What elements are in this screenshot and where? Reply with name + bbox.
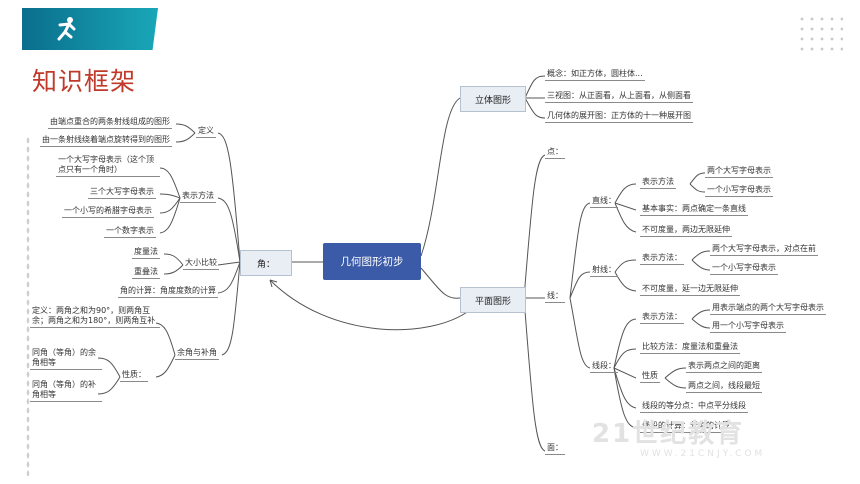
angle-rep-number: 一个数字表示: [104, 226, 156, 238]
segment-rep-lowercase: 用一个小写字母表示: [710, 321, 786, 333]
angle-def-rotation: 由一条射线绕着端点旋转得到的图形: [40, 135, 172, 147]
plane-figures-node[interactable]: 平面图形: [460, 287, 526, 313]
segment-compare: 比较方法：度量法和重叠法: [640, 342, 740, 354]
decorative-dots-vertical: [26, 136, 30, 476]
watermark: 21世纪教育: [592, 419, 745, 449]
angle-size-overlap: 重叠法: [132, 267, 160, 279]
angle-rep-one-capital: 一个大写字母表示（这个顶点只有一个角时）: [56, 155, 160, 177]
segment-calculation: 线段的计算：长度的计算: [640, 421, 732, 433]
decorative-dots: [797, 14, 843, 54]
point-node: 点：: [545, 147, 565, 159]
line-representation: 表示方法: [640, 177, 676, 189]
segment-node: 线段：: [590, 361, 618, 373]
ray-rep-two-capitals: 两个大写字母表示，对点在前: [710, 244, 818, 256]
line-basic-fact: 基本事实：两点确定一条直线: [640, 204, 748, 216]
solid-nets: 几何体的展开图：正方体的十一种展开图: [545, 111, 693, 123]
line-rep-two-capitals: 两个大写字母表示: [705, 166, 773, 178]
complementary-supplementary: 余角与补角: [175, 348, 219, 360]
segment-representation: 表示方法：: [640, 312, 684, 324]
segment-property: 性质: [640, 371, 660, 383]
header-banner: [22, 8, 158, 50]
comp-prop-complement: 同角（等角）的余角相等: [30, 348, 102, 370]
angle-calculation: 角的计算：角度度数的计算: [118, 286, 218, 298]
straight-line-node: 直线：: [590, 196, 618, 208]
comp-definition: 定义：两角之和为90°，则两角互余；两角之和为180°，则两角互补: [30, 306, 160, 328]
ray-representation: 表示方法：: [640, 253, 684, 265]
ray-node: 射线：: [590, 265, 618, 277]
angle-def-rays: 由端点重合的两条射线组成的图形: [48, 117, 172, 129]
segment-prop-distance: 表示两点之间的距离: [686, 361, 762, 373]
segment-prop-shortest: 两点之间，线段最短: [686, 381, 762, 393]
lines-node: 线：: [545, 291, 565, 303]
comp-property: 性质：: [120, 370, 148, 382]
segment-rep-endpoints: 用表示端点的两个大写字母表示: [710, 303, 826, 315]
angle-definition: 定义: [196, 126, 216, 138]
surface-node: 面：: [545, 443, 565, 455]
line-rep-one-lowercase: 一个小写字母表示: [705, 185, 773, 197]
central-topic[interactable]: 几何图形初步: [323, 243, 421, 280]
angle-rep-three-capitals: 三个大写字母表示: [88, 187, 156, 199]
segment-midpoint: 线段的等分点：中点平分线段: [640, 401, 748, 413]
comp-prop-supplement: 同角（等角）的补角相等: [30, 380, 102, 402]
running-figure-icon: [57, 17, 76, 41]
ray-rep-one-lowercase: 一个小写字母表示: [710, 263, 778, 275]
watermark-url: WWW.21CNJY.COM: [640, 449, 766, 459]
angle-node[interactable]: 角：: [240, 250, 292, 276]
solid-figures-node[interactable]: 立体图形: [460, 86, 526, 112]
angle-representation: 表示方法: [180, 191, 216, 203]
solid-three-views: 三视图：从正面看，从上面看，从侧面看: [545, 91, 693, 103]
angle-rep-greek: 一个小写的希腊字母表示: [62, 206, 154, 218]
solid-concept: 概念：如正方体，圆柱体...: [545, 69, 645, 81]
page-title: 知识框架: [32, 67, 137, 96]
angle-size-compare: 大小比较: [183, 258, 219, 270]
angle-size-measure: 度量法: [132, 247, 160, 259]
ray-measure: 不可度量，延一边无限延伸: [640, 284, 740, 296]
line-measure: 不可度量，两边无限延伸: [640, 225, 732, 237]
